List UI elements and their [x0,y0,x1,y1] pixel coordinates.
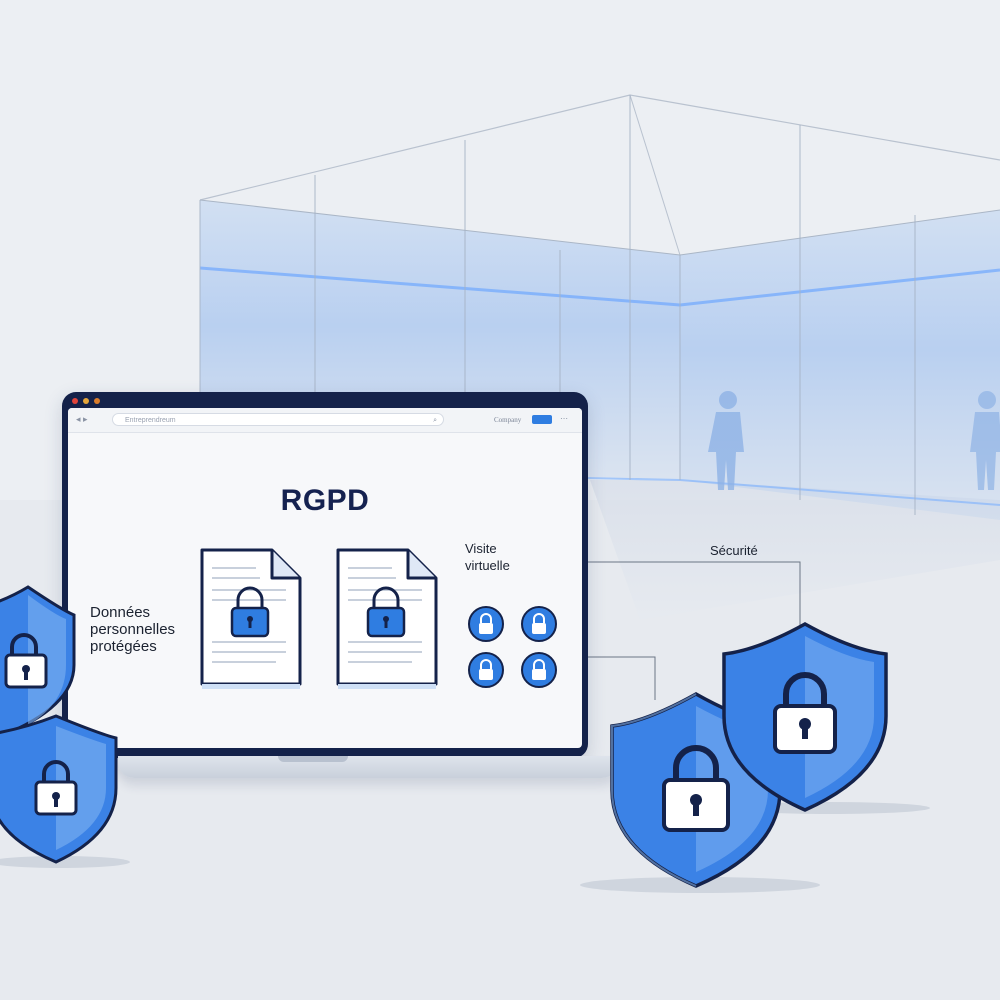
lock-circle-grid [468,606,557,688]
laptop: ◂ ▸ Entreprendreum ⌕ Company ⋯ RGPD [62,392,588,758]
minimize-dot[interactable] [83,398,89,404]
person-silhouette [708,391,744,490]
shield-lock-icon [722,622,888,812]
search-icon[interactable]: ⌕ [433,417,437,424]
locked-document-2 [336,548,438,689]
close-dot[interactable] [72,398,78,404]
menu-icon[interactable]: ⋯ [560,414,568,423]
page-title: RGPD [280,484,370,517]
laptop-notch [278,756,348,762]
laptop-screen: ◂ ▸ Entreprendreum ⌕ Company ⋯ RGPD [68,408,582,748]
locked-document-1 [200,548,302,689]
company-link[interactable]: Company [494,416,522,424]
address-bar[interactable]: Entreprendreum ⌕ [112,413,444,426]
window-controls [72,398,100,404]
maximize-dot[interactable] [94,398,100,404]
lock-circle-icon [468,652,504,688]
personal-data-label: Données personnelles protégées [90,604,176,655]
shield-lock-icon [0,585,76,738]
laptop-base [118,756,618,778]
lock-circle-icon [521,652,557,688]
toolbar-button[interactable] [532,415,552,424]
back-forward-icon[interactable]: ◂ ▸ [76,414,88,424]
shield-lock-icon [0,714,118,864]
virtual-tour-label: Visite virtuelle [465,541,510,573]
browser-toolbar: ◂ ▸ Entreprendreum ⌕ Company ⋯ [68,408,582,433]
security-label: Sécurité [710,543,758,558]
lock-circle-icon [468,606,504,642]
lock-circle-icon [521,606,557,642]
address-text: Entreprendreum [125,417,176,424]
